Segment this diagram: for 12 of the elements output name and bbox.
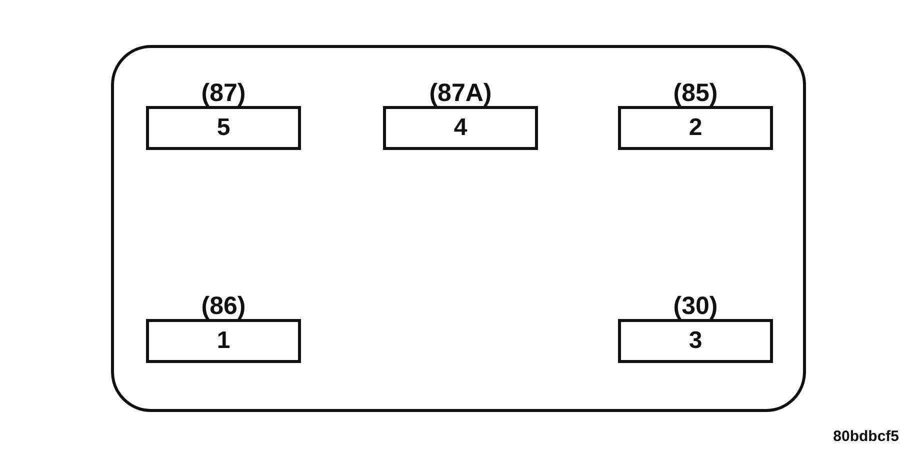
terminal-label: (86): [201, 293, 246, 319]
terminal-number: 5: [146, 106, 301, 150]
terminal-label: (87A): [429, 80, 492, 106]
relay-outline: [111, 45, 806, 412]
terminal-number: 1: [146, 319, 301, 363]
terminal-label: (87): [201, 80, 246, 106]
terminal-label: (30): [673, 293, 718, 319]
terminal-label: (85): [673, 80, 718, 106]
figure-id: 80bdbcf5: [833, 428, 899, 445]
terminal-number: 4: [383, 106, 538, 150]
terminal-number: 2: [618, 106, 773, 150]
terminal-number: 3: [618, 319, 773, 363]
